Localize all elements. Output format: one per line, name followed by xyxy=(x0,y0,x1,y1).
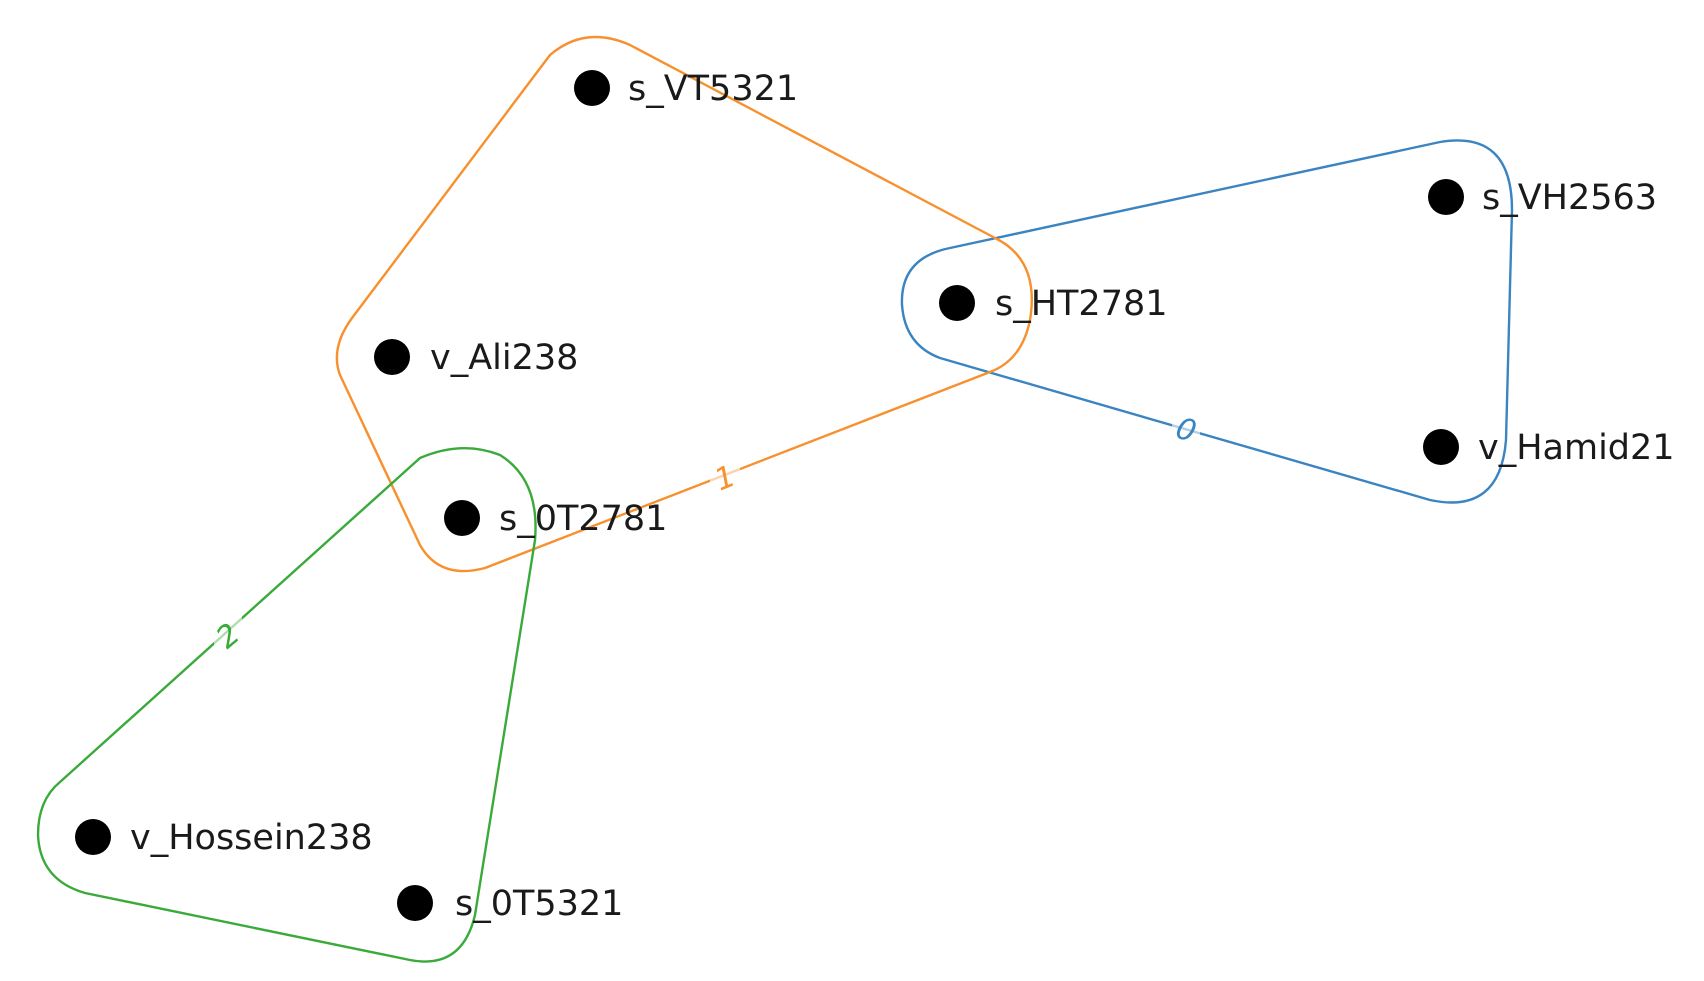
hyperedge-1-outline xyxy=(335,35,1034,573)
node-dot[interactable] xyxy=(75,819,111,855)
node-dot[interactable] xyxy=(1423,429,1459,465)
node-v_Ali238[interactable]: v_Ali238 xyxy=(374,338,578,378)
node-dot[interactable] xyxy=(397,885,433,921)
node-label: s_0T5321 xyxy=(455,884,623,924)
hyperedge-2: 2 xyxy=(36,447,537,963)
node-v_Hossein238[interactable]: v_Hossein238 xyxy=(75,818,373,858)
node-dot[interactable] xyxy=(574,70,610,106)
node-label: s_0T2781 xyxy=(499,499,667,539)
node-dot[interactable] xyxy=(1428,179,1464,215)
node-label: s_VT5321 xyxy=(628,69,798,109)
node-label: v_Hamid21 xyxy=(1478,428,1675,468)
node-label: v_Hossein238 xyxy=(130,818,373,858)
hyperedge-0-outline xyxy=(900,139,1514,504)
node-s_VT5321[interactable]: s_VT5321 xyxy=(574,69,798,109)
node-s_0T2781[interactable]: s_0T2781 xyxy=(444,499,667,539)
hyperedge-0: 0 xyxy=(900,139,1514,504)
node-s_0T5321[interactable]: s_0T5321 xyxy=(397,884,623,924)
node-dot[interactable] xyxy=(939,285,975,321)
node-label: v_Ali238 xyxy=(430,338,578,378)
node-label: s_VH2563 xyxy=(1482,178,1657,218)
node-s_HT2781[interactable]: s_HT2781 xyxy=(939,284,1168,324)
node-s_VH2563[interactable]: s_VH2563 xyxy=(1428,178,1657,218)
node-dot[interactable] xyxy=(374,339,410,375)
node-dot[interactable] xyxy=(444,500,480,536)
node-v_Hamid21[interactable]: v_Hamid21 xyxy=(1423,428,1675,468)
node-label: s_HT2781 xyxy=(995,284,1168,324)
hyperedge-2-outline xyxy=(36,447,537,963)
hyperedge-1: 1 xyxy=(335,35,1034,573)
